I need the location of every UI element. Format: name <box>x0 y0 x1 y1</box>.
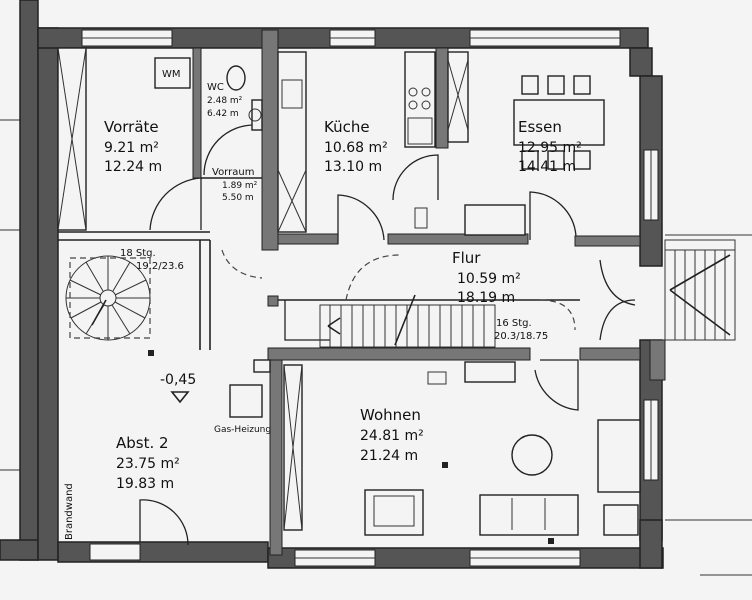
room-area: 10.59 m² <box>457 271 521 287</box>
room-name: Flur <box>452 249 481 267</box>
adjacent-plan-lines <box>0 119 752 576</box>
doors <box>139 124 636 546</box>
room-area: 23.75 m² <box>116 456 180 472</box>
room-perimeter: 19.83 m <box>116 476 174 492</box>
room-abst: Abst. 2 23.75 m² 19.83 m <box>116 434 180 492</box>
main-stairs-dims: 20.3/18.75 <box>494 331 548 342</box>
room-name: Essen <box>518 118 562 136</box>
room-essen: Essen 12.95 m² 14.41 m <box>518 118 582 175</box>
room-name: Küche <box>324 118 370 136</box>
spiral-stairs-dims: 19.2/23.6 <box>136 261 184 272</box>
room-vorraete: Vorräte 9.21 m² 12.24 m WM <box>104 69 181 175</box>
room-perimeter: 14.41 m <box>518 159 576 175</box>
spiral-stairs-count: 18 Stg. <box>120 248 156 259</box>
room-perimeter: 5.50 m <box>222 193 254 203</box>
room-area: 2.48 m² <box>207 96 243 106</box>
annotations: 18 Stg. 19.2/23.6 16 Stg. 20.3/18.75 -0,… <box>64 248 548 540</box>
room-perimeter: 6.42 m <box>207 109 239 119</box>
room-name: Wohnen <box>360 406 421 424</box>
room-wc: WC 2.48 m² 6.42 m <box>207 82 243 119</box>
furniture <box>57 47 641 544</box>
room-perimeter: 21.24 m <box>360 448 418 464</box>
exterior-stairs <box>664 239 736 341</box>
room-name: Vorraum <box>212 167 254 178</box>
room-area: 9.21 m² <box>104 140 159 156</box>
room-kueche: Küche 10.68 m² 13.10 m <box>324 118 388 175</box>
room-perimeter: 13.10 m <box>324 159 382 175</box>
room-name: Vorräte <box>104 118 159 136</box>
room-perimeter: 18.19 m <box>457 290 515 306</box>
interior-walls <box>58 29 666 556</box>
heating-label: Gas-Heizung <box>214 425 271 435</box>
room-name: WC <box>207 82 224 93</box>
room-perimeter: 12.24 m <box>104 159 162 175</box>
room-flur: Flur 10.59 m² 18.19 m <box>452 249 521 306</box>
spiral-stairs <box>65 255 151 341</box>
room-wohnen: Wohnen 24.81 m² 21.24 m <box>360 406 424 464</box>
room-area: 10.68 m² <box>324 140 388 156</box>
room-area: 1.89 m² <box>222 181 258 191</box>
room-area: 24.81 m² <box>360 428 424 444</box>
room-area: 12.95 m² <box>518 140 582 156</box>
wm-label: WM <box>162 69 181 80</box>
room-name: Abst. 2 <box>116 434 169 452</box>
main-stairs-count: 16 Stg. <box>496 318 532 329</box>
brandwand-label: Brandwand <box>64 483 75 540</box>
room-vorraum: Vorraum 1.89 m² 5.50 m <box>212 167 258 203</box>
level-marker: -0,45 <box>160 372 196 388</box>
main-stairs <box>319 294 496 348</box>
windows <box>81 29 659 567</box>
